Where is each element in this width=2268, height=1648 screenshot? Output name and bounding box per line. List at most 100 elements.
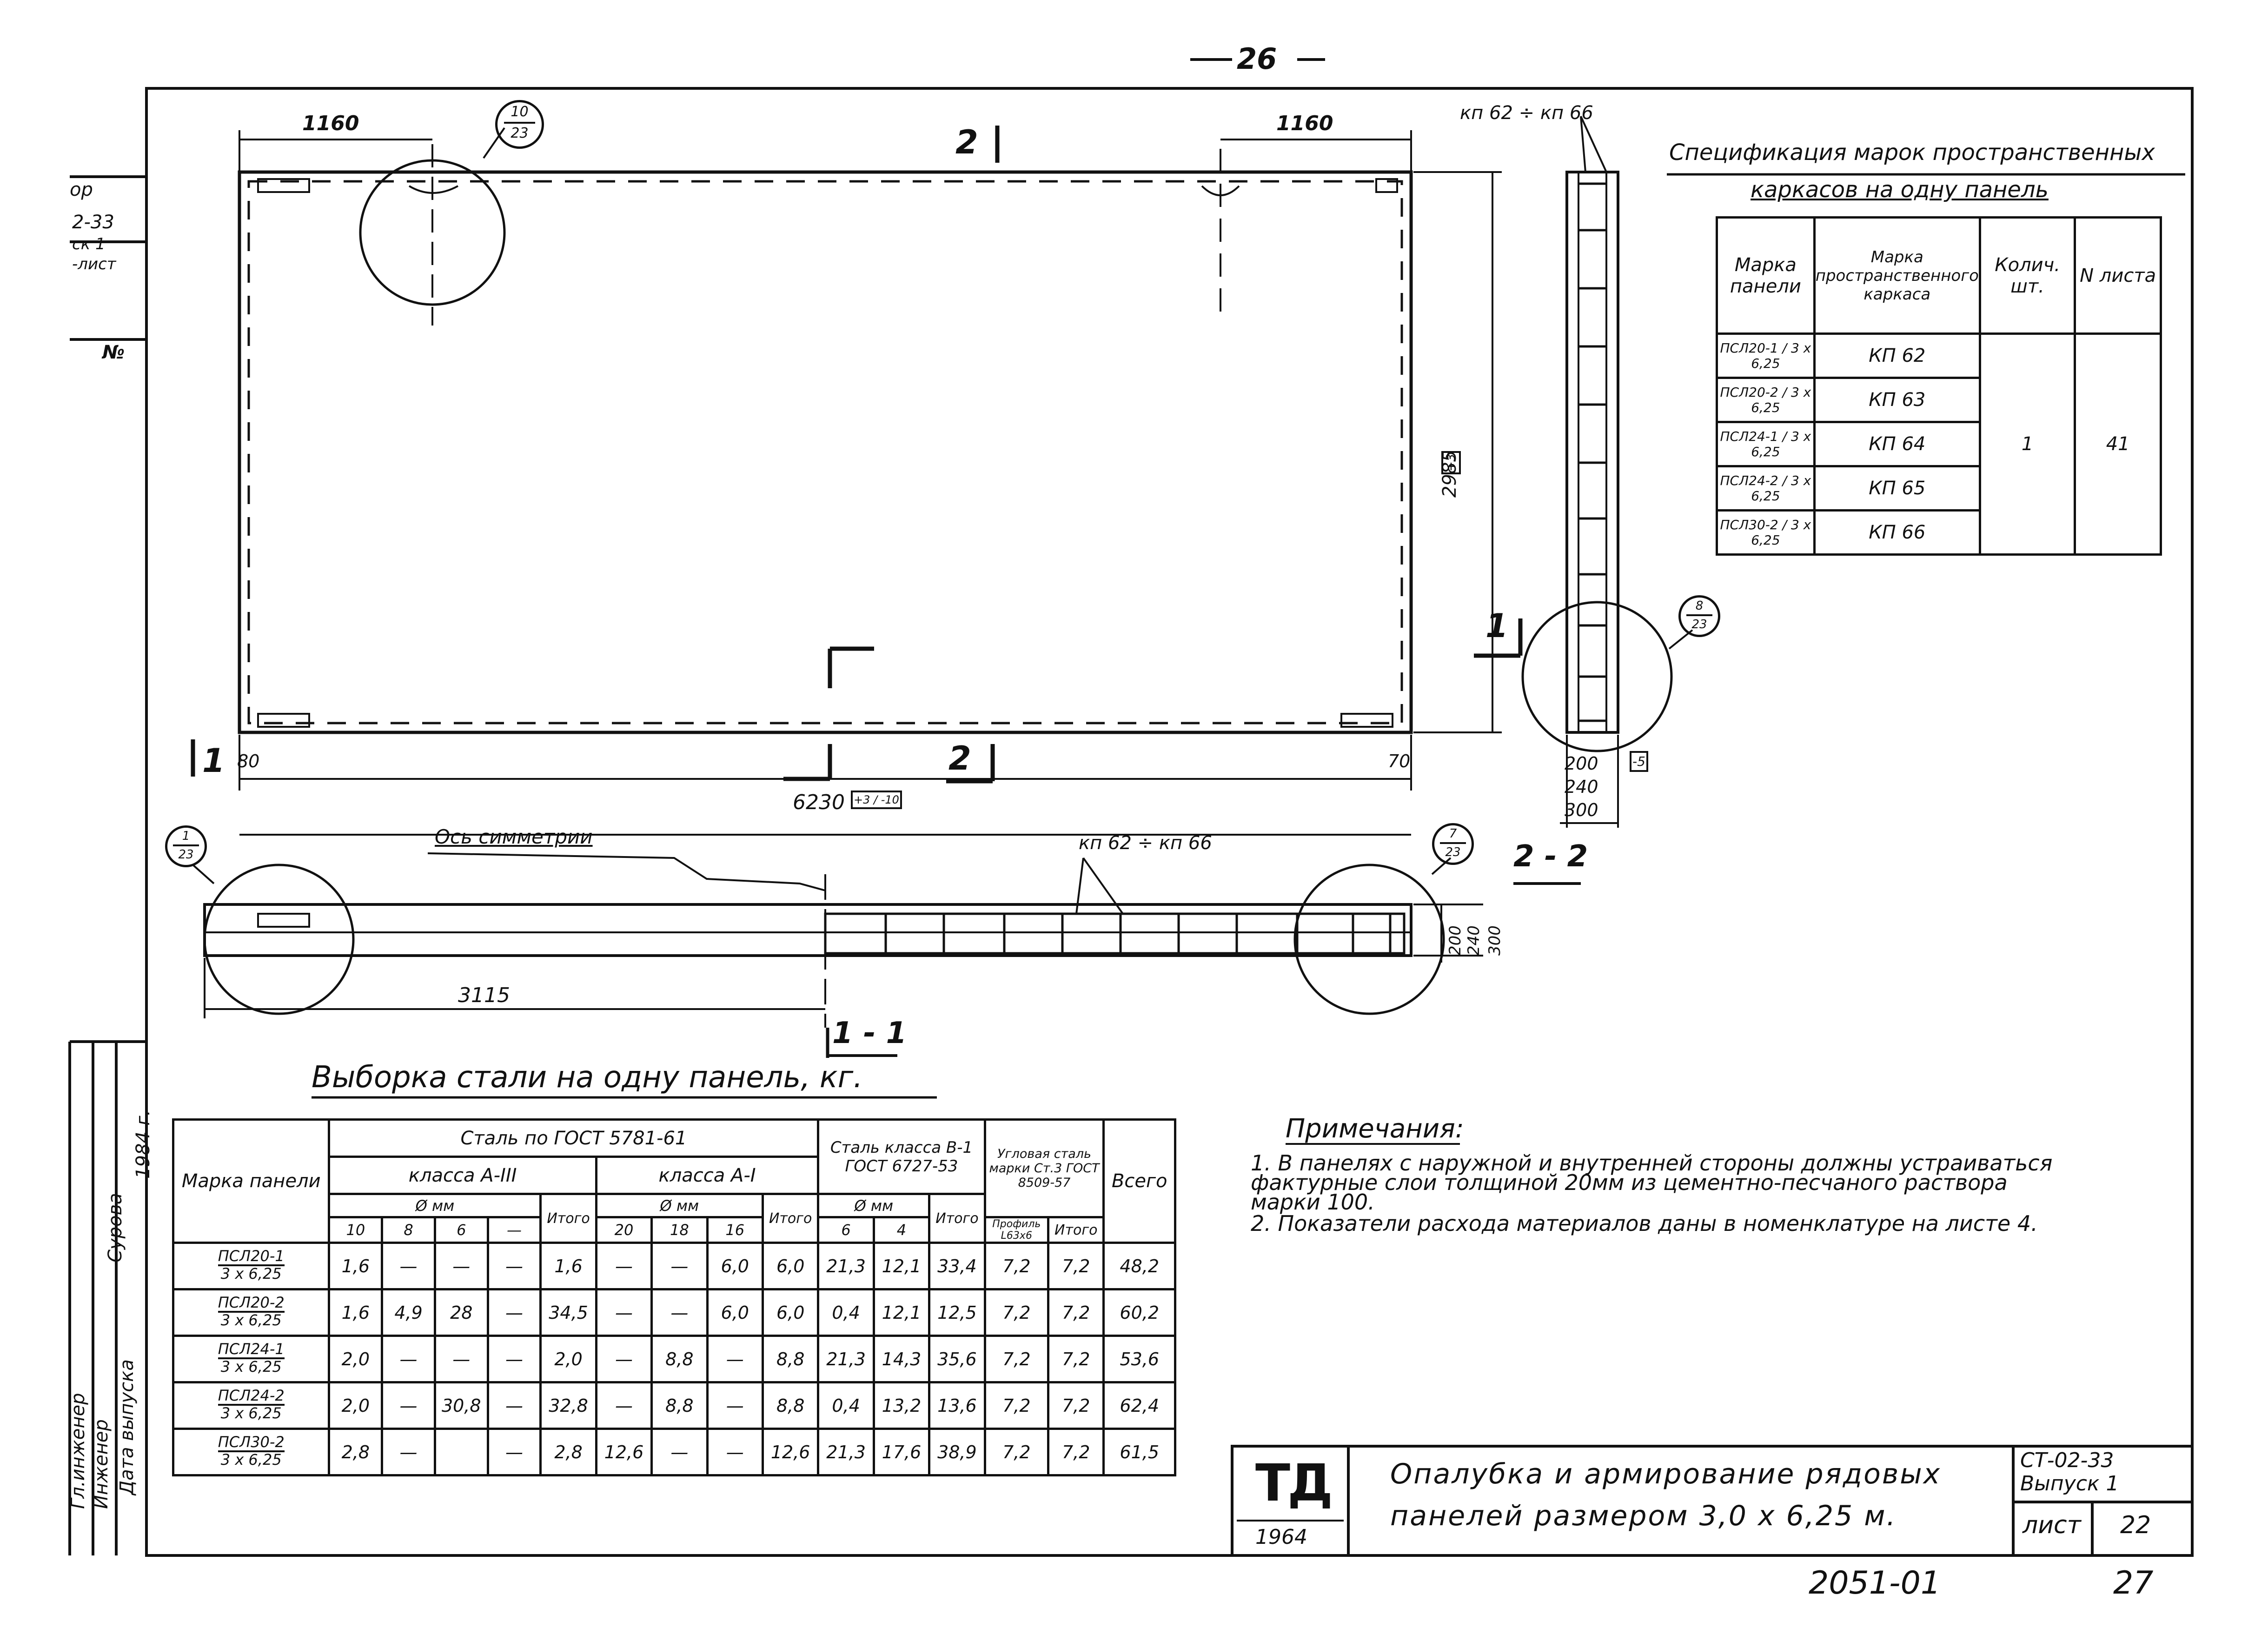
dim-left: 1160 <box>302 112 359 135</box>
callout-sheet: 23 <box>1691 618 1707 631</box>
steel-value-cell: — <box>486 1428 542 1476</box>
steel-header-diam: Ø мм <box>595 1193 764 1218</box>
steel-header-diam: Ø мм <box>817 1193 931 1218</box>
steel-value-cell: 38,9 <box>928 1428 986 1476</box>
steel-value-cell: 2,0 <box>328 1381 384 1430</box>
steel-diam: 10 <box>328 1216 384 1244</box>
steel-header-class1: класса А-I <box>595 1156 820 1195</box>
steel-diam: 8 <box>381 1216 436 1244</box>
steel-value-cell: 14,3 <box>872 1335 931 1383</box>
steel-header-angle: Угловая сталь марки Ст.3 ГОСТ 8509-57 <box>983 1118 1105 1218</box>
notes-title: Примечания: <box>1286 1114 1464 1144</box>
margin-fragment: 2-33 <box>72 212 114 233</box>
steel-value-cell: 21,3 <box>817 1335 875 1383</box>
callout-main: 10 23 <box>495 100 544 149</box>
callout-2-2: 8 23 <box>1678 595 1720 637</box>
steel-value-cell: 53,6 <box>1102 1335 1176 1383</box>
steel-value-cell <box>433 1428 489 1476</box>
margin-role: Инженер <box>91 1419 112 1509</box>
steel-value-cell: 60,2 <box>1102 1288 1176 1337</box>
steel-size: 3 x 6,25 <box>220 1404 282 1422</box>
steel-value-cell: — <box>650 1288 709 1337</box>
steel-value-cell: — <box>650 1428 709 1476</box>
margin-role: Дата выпуска <box>116 1359 138 1495</box>
steel-value-cell: 13,2 <box>872 1381 931 1430</box>
org-logo: ТД <box>1255 1453 1333 1513</box>
spec-panel-cell: ПСЛ24-2 / 3 x 6,25 <box>1716 465 1816 512</box>
steel-value-cell: 61,5 <box>1102 1428 1176 1476</box>
section-2-2-dim: 300 <box>1565 800 1598 820</box>
section-1-1-dim: 300 <box>1485 925 1504 956</box>
steel-value-cell: 48,2 <box>1102 1242 1176 1290</box>
steel-diam: 16 <box>706 1216 764 1244</box>
callout-number: 1 <box>173 828 199 846</box>
steel-size: 3 x 6,25 <box>220 1357 282 1376</box>
margin-fragment: ск 1 <box>72 235 106 253</box>
steel-value-cell: — <box>381 1335 436 1383</box>
steel-value-cell: — <box>595 1242 653 1290</box>
steel-value-cell: 8,8 <box>761 1335 820 1383</box>
steel-header-total: Итого <box>1047 1216 1105 1244</box>
steel-value-cell: 0,4 <box>817 1288 875 1337</box>
steel-mark: ПСЛ24-1 <box>218 1342 285 1359</box>
margin-fragment: № <box>102 342 125 363</box>
section-mark-2-bottom: 2 <box>948 739 971 777</box>
steel-value-cell: — <box>381 1428 436 1476</box>
steel-value-cell: 33,4 <box>928 1242 986 1290</box>
steel-header-total: Итого <box>539 1193 597 1244</box>
section-2-2-dim: 200 <box>1565 753 1598 774</box>
steel-value-cell: 7,2 <box>1047 1335 1105 1383</box>
steel-value-cell: 12,6 <box>595 1428 653 1476</box>
section-mark-1-left: 1 <box>202 742 225 780</box>
margin-name: 1984 г. <box>133 1110 154 1179</box>
drawing-title-line1: Опалубка и армирование рядовых <box>1390 1458 1942 1490</box>
spec-table-title-line1: Спецификация марок пространственных <box>1669 140 2155 166</box>
steel-value-cell: 7,2 <box>983 1428 1050 1476</box>
steel-value-cell: — <box>486 1242 542 1290</box>
steel-value-cell: 1,6 <box>328 1288 384 1337</box>
spec-panel-cell: ПСЛ24-1 / 3 x 6,25 <box>1716 421 1816 467</box>
steel-value-cell: 35,6 <box>928 1335 986 1383</box>
steel-value-cell: 34,5 <box>539 1288 597 1337</box>
steel-mark: ПСЛ20-2 <box>218 1295 285 1313</box>
section-1-1-dim: 240 <box>1465 925 1483 956</box>
callout-number: 10 <box>504 102 535 124</box>
steel-value-cell: 2,0 <box>539 1335 597 1383</box>
steel-value-cell: 6,0 <box>761 1288 820 1337</box>
title-block-year: 1964 <box>1255 1525 1307 1549</box>
steel-value-cell: 62,4 <box>1102 1381 1176 1430</box>
steel-value-cell: 0,4 <box>817 1381 875 1430</box>
steel-value-cell: — <box>433 1335 489 1383</box>
steel-size: 3 x 6,25 <box>220 1450 282 1469</box>
steel-value-cell: — <box>381 1242 436 1290</box>
steel-diam: 18 <box>650 1216 709 1244</box>
steel-mark: ПСЛ30-2 <box>218 1435 285 1452</box>
steel-mark: ПСЛ20-1 <box>218 1249 285 1266</box>
steel-diam: 6 <box>817 1216 875 1244</box>
spec-qty-cell: 1 <box>1978 332 2076 556</box>
spec-sheet-cell: 41 <box>2074 332 2162 556</box>
steel-size: 3 x 6,25 <box>220 1264 282 1283</box>
margin-name: Сурова <box>105 1193 126 1263</box>
series-code: СТ-02-33 <box>2020 1449 2114 1472</box>
steel-header-gost2: Сталь класса В-1 ГОСТ 6727-53 <box>817 1118 986 1195</box>
steel-value-cell: 21,3 <box>817 1242 875 1290</box>
steel-value-cell: 30,8 <box>433 1381 489 1430</box>
steel-value-cell: 7,2 <box>1047 1428 1105 1476</box>
steel-value-cell: — <box>433 1242 489 1290</box>
callout-sheet: 23 <box>511 125 529 141</box>
section-mark-1-right: 1 <box>1485 607 1508 645</box>
steel-value-cell: 2,8 <box>328 1428 384 1476</box>
sheet-number: 22 <box>2120 1511 2151 1539</box>
steel-value-cell: — <box>706 1428 764 1476</box>
callout-sheet: 23 <box>1445 845 1461 859</box>
steel-header-gost1: Сталь по ГОСТ 5781-61 <box>328 1118 820 1158</box>
steel-value-cell: 21,3 <box>817 1428 875 1476</box>
steel-header-total: Итого <box>928 1193 986 1244</box>
steel-value-cell: 2,8 <box>539 1428 597 1476</box>
dim-height-tolerance: +3 <box>1441 451 1461 474</box>
